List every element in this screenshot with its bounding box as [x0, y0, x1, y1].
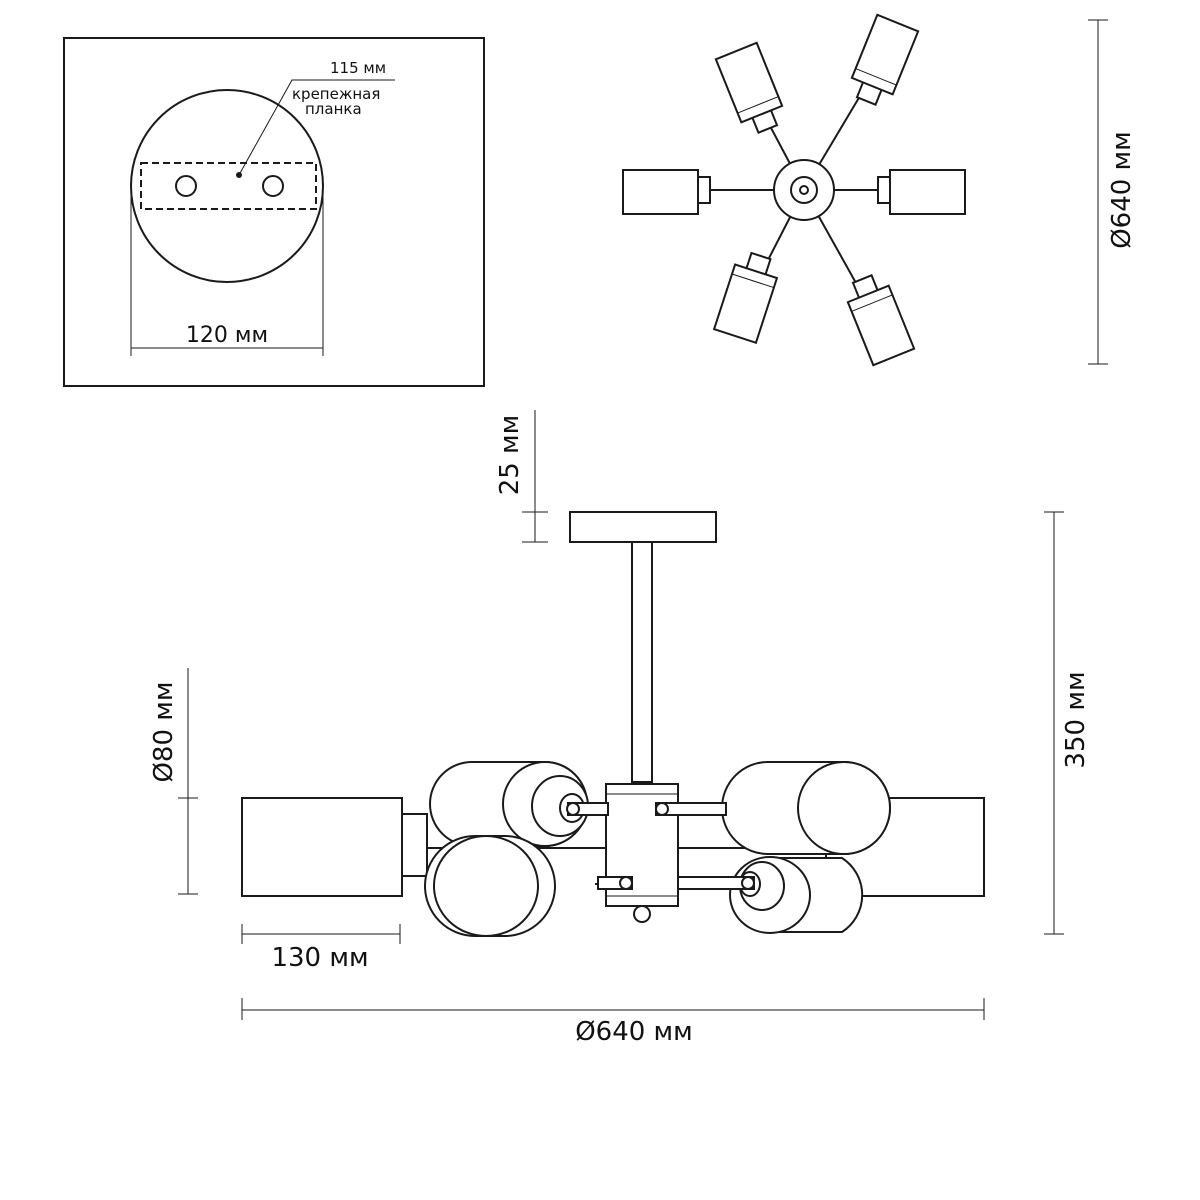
mount-plate-panel: 115 мм крепежная планка 120 мм [63, 37, 485, 387]
bracket-leader-line [238, 79, 395, 176]
top-shade-lower-left [712, 263, 779, 345]
front-hub-finial [633, 905, 651, 923]
front-socket-left [400, 813, 428, 877]
width-dimension-label: 120 мм [186, 323, 268, 348]
top-socket-right [877, 176, 891, 204]
top-shade-right [889, 169, 966, 215]
top-shade-lower-right [846, 284, 916, 367]
front-shade-front-left [424, 835, 556, 937]
top-view: Ø640 мм [622, 13, 1137, 367]
bracket-label-line1: крепежная [292, 85, 380, 103]
front-stem [631, 541, 653, 783]
bracket-label-line2: планка [305, 100, 362, 118]
top-shade-lower-left-group [712, 251, 779, 345]
top-shade-upper-left [714, 41, 784, 124]
top-diameter-label: Ø640 мм [1107, 131, 1137, 249]
top-shade-upper-right [850, 13, 920, 96]
bracket-dimension-label: 115 мм [330, 59, 386, 77]
canopy-circle [130, 89, 324, 283]
overall-diameter-label: Ø640 мм [575, 1017, 693, 1047]
shade-length-label: 130 мм [271, 943, 368, 973]
front-shade-front-right [729, 856, 864, 934]
front-canopy [569, 511, 717, 543]
top-shade-upper-right-group [850, 13, 920, 106]
canopy-height-label: 25 мм [495, 415, 525, 496]
top-shade-upper-left-group [714, 41, 784, 134]
screw-hole-right [262, 175, 284, 197]
shade-diameter-label: Ø80 мм [149, 681, 179, 782]
top-hub-center [799, 185, 809, 195]
top-shade-left [622, 169, 699, 215]
total-height-label: 350 мм [1061, 671, 1091, 768]
top-shade-lower-right-group [846, 274, 916, 367]
mounting-bracket-dashed [140, 162, 317, 210]
screw-hole-left [175, 175, 197, 197]
front-shade-left [241, 797, 403, 897]
panel-frame [63, 37, 485, 387]
top-hub-inner [790, 176, 818, 204]
front-shade-back-right [721, 761, 891, 855]
front-view: 25 мм 350 мм Ø80 мм 130 мм Ø640 мм [149, 410, 1091, 1047]
top-socket-left [697, 176, 711, 204]
front-shade-back-left [429, 761, 589, 847]
